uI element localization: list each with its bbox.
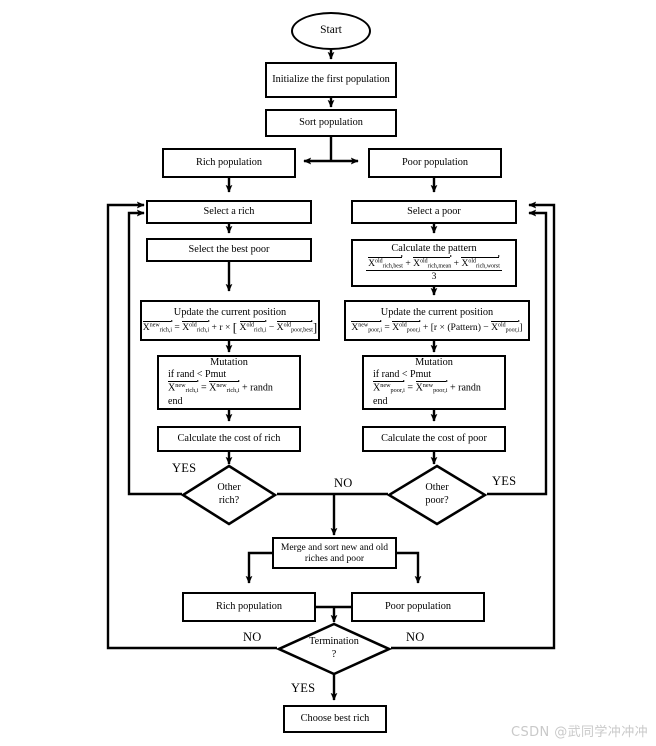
node-merge-label: Merge and sort new and old riches and po…	[274, 542, 395, 565]
decision-other-poor-line1: Other	[425, 482, 449, 494]
node-cost-poor-label: Calculate the cost of poor	[381, 432, 487, 444]
node-poor-population-bottom[interactable]: Poor population	[351, 592, 485, 622]
mutation-poor-if: if rand < Pmut	[373, 368, 432, 380]
node-update-position-rich[interactable]: Update the current position Xnewrich,i =…	[140, 300, 320, 341]
node-start[interactable]: Start	[291, 12, 371, 50]
formula-update-poor: Xnewpoor,i = Xoldpoor,i + [r × (Pattern)…	[351, 319, 523, 334]
node-select-a-rich-label: Select a rich	[203, 205, 255, 217]
node-sort-label: Sort population	[299, 116, 363, 128]
node-mutation-poor-body: if rand < Pmut Xnewpoor,i = Xnewpoor,i +…	[355, 369, 513, 409]
formula-mutation-poor: Xnewpoor,i = Xnewpoor,i + randn	[373, 380, 481, 395]
node-calculate-cost-rich[interactable]: Calculate the cost of rich	[157, 426, 301, 452]
node-update-position-poor[interactable]: Update the current position Xnewpoor,i =…	[344, 300, 530, 341]
node-sort-population[interactable]: Sort population	[265, 109, 397, 137]
node-mutation-rich-body: if rand < Pmut Xnewrich,i = Xnewrich,i +…	[150, 369, 308, 409]
node-mutation-rich-title: Mutation	[210, 356, 248, 368]
watermark: CSDN @武同学冲冲冲	[511, 725, 648, 740]
node-decision-termination[interactable]: Termination ?	[275, 622, 393, 676]
node-rich-population-top[interactable]: Rich population	[162, 148, 296, 178]
decision-other-rich-text: Other rich?	[181, 464, 277, 526]
node-merge-line2: riches and poor	[304, 553, 365, 564]
node-merge-and-sort[interactable]: Merge and sort new and old riches and po…	[272, 537, 397, 569]
node-decision-other-rich[interactable]: Other rich?	[180, 464, 278, 526]
node-mutation-rich[interactable]: Mutation if rand < Pmut Xnewrich,i = Xne…	[157, 355, 301, 410]
node-calculate-cost-poor[interactable]: Calculate the cost of poor	[362, 426, 506, 452]
formula-mutation-rich: Xnewrich,i = Xnewrich,i + randn	[168, 380, 273, 395]
node-mutation-poor[interactable]: Mutation if rand < Pmut Xnewpoor,i = Xne…	[362, 355, 506, 410]
node-cost-rich-label: Calculate the cost of rich	[177, 432, 281, 444]
decision-other-poor-shape	[386, 464, 488, 526]
node-poor-population-top-label: Poor population	[401, 156, 469, 168]
mutation-rich-end: end	[168, 395, 183, 407]
decision-termination-line1: Termination	[309, 636, 359, 648]
node-poor-population-top[interactable]: Poor population	[368, 148, 502, 178]
node-choose-best-rich-label: Choose best rich	[300, 712, 370, 724]
decision-termination-shape	[275, 622, 393, 676]
edge-label-no-right: NO	[406, 630, 425, 644]
edge-label-no-center: NO	[334, 476, 353, 490]
node-rich-population-bottom[interactable]: Rich population	[182, 592, 316, 622]
edge-label-yes-rich: YES	[172, 461, 197, 475]
node-select-a-rich[interactable]: Select a rich	[146, 200, 312, 224]
edge-label-yes-poor: YES	[492, 474, 517, 488]
edge-label-no-left: NO	[243, 630, 262, 644]
node-update-poor-title: Update the current position	[380, 306, 494, 318]
node-poor-population-bottom-label: Poor population	[384, 600, 452, 612]
node-select-a-poor[interactable]: Select a poor	[351, 200, 517, 224]
node-select-a-poor-label: Select a poor	[407, 205, 461, 217]
node-update-rich-title: Update the current position	[173, 306, 287, 318]
decision-termination-text: Termination ?	[276, 622, 392, 676]
node-rich-population-top-label: Rich population	[195, 156, 263, 168]
node-merge-line1: Merge and sort new and old	[280, 541, 389, 553]
decision-other-rich-shape	[180, 464, 278, 526]
mutation-poor-end: end	[373, 395, 388, 407]
node-initialize-population[interactable]: Initialize the first population	[265, 62, 397, 98]
decision-other-rich-line2: rich?	[218, 495, 240, 506]
edge-label-yes-termination: YES	[291, 681, 316, 695]
decision-other-poor-text: Other poor?	[387, 464, 487, 526]
node-select-best-poor-label: Select the best poor	[188, 243, 270, 255]
node-calculate-the-pattern[interactable]: Calculate the pattern Xoldrich,best + Xo…	[351, 239, 517, 287]
node-select-the-best-poor[interactable]: Select the best poor	[146, 238, 312, 262]
node-initialize-label: Initialize the first population	[272, 73, 390, 85]
node-mutation-poor-title: Mutation	[415, 356, 453, 368]
decision-termination-line2: ?	[331, 649, 337, 660]
formula-update-rich: Xnewrich,i = Xoldrich,i + r × [ Xoldrich…	[142, 319, 318, 335]
decision-other-rich-line1: Other	[217, 482, 241, 494]
node-start-label: Start	[320, 24, 342, 37]
node-choose-best-rich[interactable]: Choose best rich	[283, 705, 387, 733]
node-rich-population-bottom-label: Rich population	[215, 600, 283, 612]
mutation-rich-if: if rand < Pmut	[168, 368, 227, 380]
node-decision-other-poor[interactable]: Other poor?	[386, 464, 488, 526]
node-calculate-pattern-title: Calculate the pattern	[391, 243, 477, 255]
decision-other-poor-line2: poor?	[425, 495, 449, 506]
formula-pattern: Xoldrich,best + Xoldrich,mean + Xoldrich…	[366, 255, 502, 283]
